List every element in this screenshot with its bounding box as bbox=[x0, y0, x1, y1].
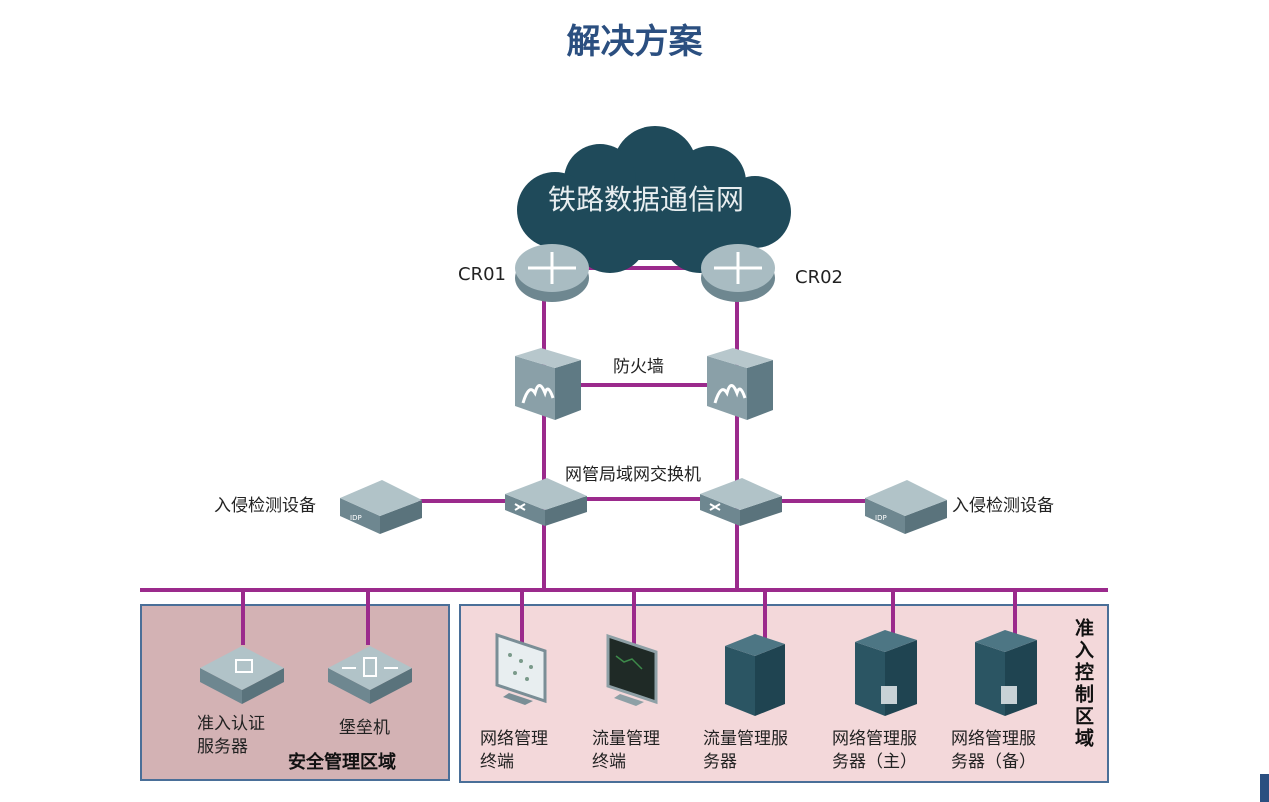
bastion-host-icon[interactable] bbox=[328, 642, 412, 704]
device-label-line: 网络管理 bbox=[480, 729, 548, 749]
idp-label-right: 入侵检测设备 bbox=[952, 496, 1054, 516]
device-label-line: 务器（备） bbox=[951, 752, 1036, 772]
switch-icon[interactable] bbox=[505, 474, 587, 526]
router-icon[interactable] bbox=[700, 238, 776, 304]
device-label-line: 终端 bbox=[592, 752, 626, 772]
device-label: 网络管理服 务器（备） bbox=[951, 728, 1036, 774]
device-label-line: 网络管理服 bbox=[832, 729, 917, 749]
slide-marker bbox=[1260, 774, 1269, 802]
device-label-line: 终端 bbox=[480, 752, 514, 772]
router-icon[interactable] bbox=[514, 238, 590, 304]
security-zone-label: 安全管理区域 bbox=[288, 752, 396, 773]
switch-icon[interactable] bbox=[700, 474, 782, 526]
device-label: 堡垒机 bbox=[339, 718, 390, 738]
idp-badge: IDP bbox=[350, 514, 362, 522]
device-label-line: 网络管理服 bbox=[951, 729, 1036, 749]
server-primary-icon[interactable] bbox=[855, 630, 919, 716]
device-label-line: 准入认证 bbox=[197, 714, 265, 734]
device-label-line: 流量管理服 bbox=[703, 729, 788, 749]
access-zone-label: 准入控制区域 bbox=[1072, 618, 1094, 750]
device-label: 流量管理服 务器 bbox=[703, 728, 788, 774]
firewall-icon[interactable] bbox=[515, 348, 581, 420]
server-backup-icon[interactable] bbox=[975, 630, 1039, 716]
device-label-line: 务器 bbox=[703, 752, 737, 772]
device-label-line: 务器（主） bbox=[832, 752, 917, 772]
firewall-label: 防火墙 bbox=[613, 357, 664, 377]
idp-label-left: 入侵检测设备 bbox=[214, 496, 316, 516]
page-title: 解决方案 bbox=[566, 22, 703, 62]
idp-icon[interactable]: IDP bbox=[340, 476, 422, 534]
device-label: 网络管理服 务器（主） bbox=[832, 728, 917, 774]
switch-label: 网管局域网交换机 bbox=[565, 465, 701, 485]
device-label-line: 服务器 bbox=[197, 737, 248, 757]
auth-server-icon[interactable] bbox=[200, 642, 284, 704]
traffic-server-icon[interactable] bbox=[725, 634, 787, 716]
idp-icon[interactable]: IDP bbox=[865, 476, 947, 534]
cloud-label: 铁路数据通信网 bbox=[548, 183, 745, 216]
firewall-icon[interactable] bbox=[707, 348, 773, 420]
router-label-cr01: CR01 bbox=[458, 264, 506, 285]
network-terminal-icon[interactable] bbox=[495, 632, 551, 705]
device-label: 流量管理 终端 bbox=[592, 728, 660, 774]
traffic-terminal-icon[interactable] bbox=[606, 633, 662, 708]
device-label: 网络管理 终端 bbox=[480, 728, 548, 774]
device-label-line: 流量管理 bbox=[592, 729, 660, 749]
router-label-cr02: CR02 bbox=[795, 267, 843, 288]
idp-badge: IDP bbox=[875, 514, 887, 522]
device-label: 准入认证 服务器 bbox=[197, 713, 265, 759]
security-zone bbox=[140, 604, 450, 781]
